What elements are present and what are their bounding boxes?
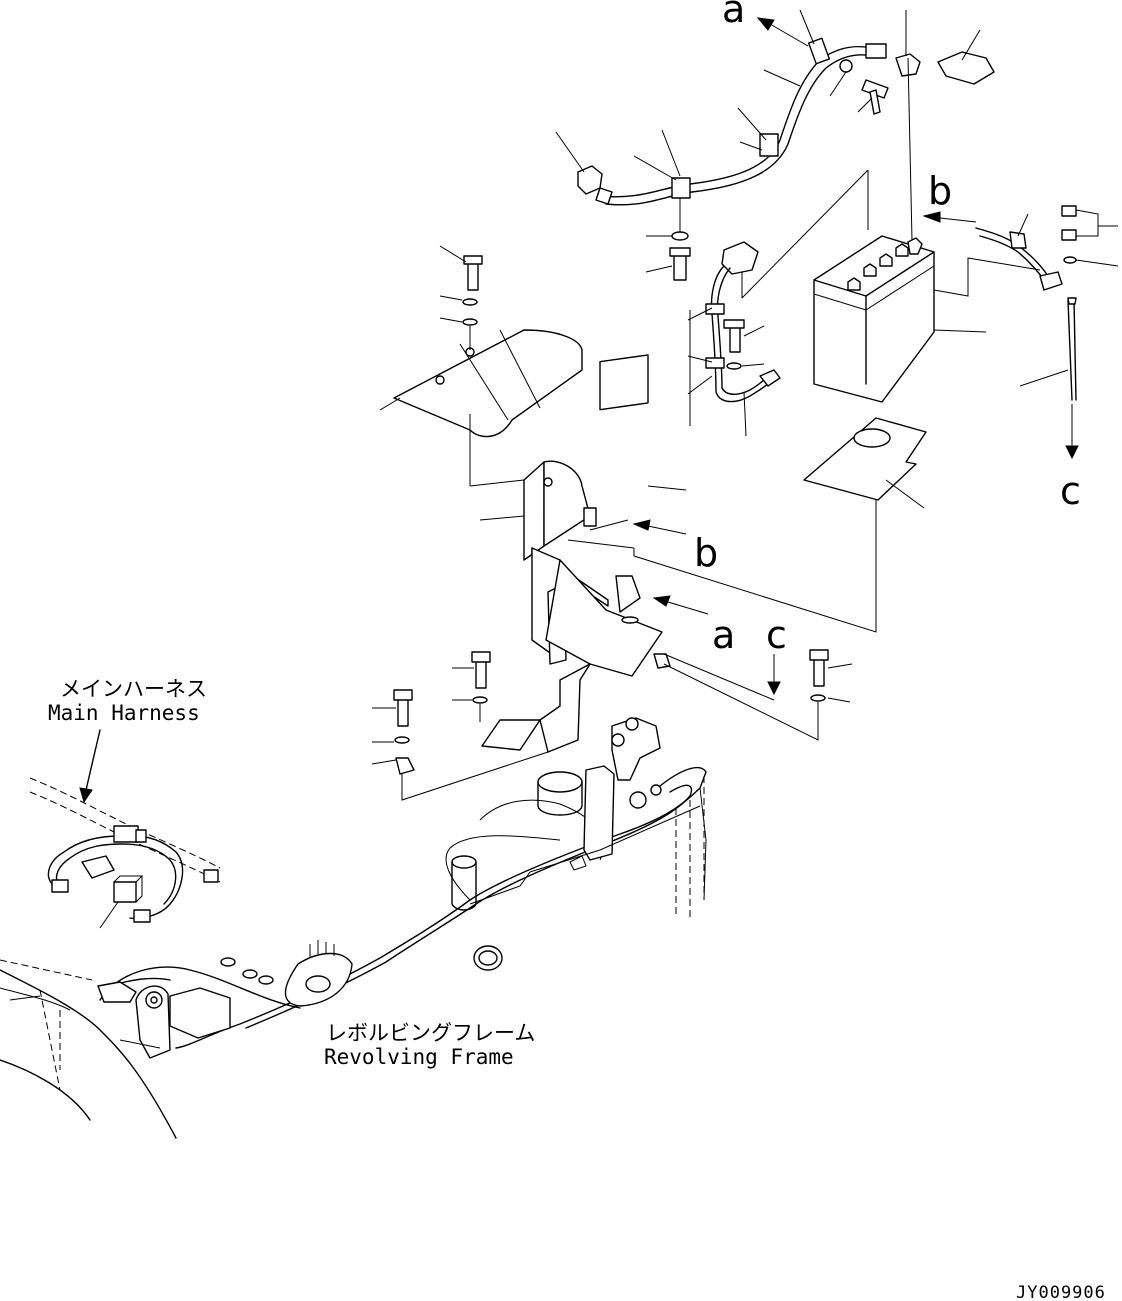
- label-b-top: b: [928, 169, 952, 213]
- revolving-frame-label-jp: レボルビングフレーム: [326, 1021, 535, 1045]
- battery-mat: [567, 417, 927, 633]
- drawing-code: JY009906: [1016, 1283, 1106, 1301]
- main-harness-label-jp: メインハーネス: [60, 677, 207, 701]
- label-a-mid: a: [712, 613, 735, 657]
- battery-bracket: [479, 354, 687, 753]
- arrow-a-mid: [652, 595, 709, 615]
- battery-cover-plate: [379, 245, 583, 487]
- main-harness-label-en: Main Harness: [48, 701, 200, 725]
- main-harness: [29, 729, 221, 929]
- label-c-mid: c: [766, 613, 787, 657]
- ground-cable: [975, 205, 1119, 460]
- battery: [741, 169, 1041, 403]
- arrow-a-top: [756, 17, 809, 47]
- relay-harness: [687, 241, 781, 437]
- battery-cable-upper: [555, 9, 995, 281]
- arrow-c-mid: [767, 654, 781, 696]
- label-c-right: c: [1060, 469, 1081, 513]
- revolving-frame: [0, 717, 707, 1139]
- mount-bolts: [371, 649, 853, 801]
- label-a-top: a: [722, 0, 745, 31]
- label-b-mid: b: [694, 531, 718, 575]
- arrow-b-top: [922, 211, 977, 223]
- revolving-frame-label-en: Revolving Frame: [324, 1045, 514, 1069]
- arrow-b-mid: [632, 519, 687, 535]
